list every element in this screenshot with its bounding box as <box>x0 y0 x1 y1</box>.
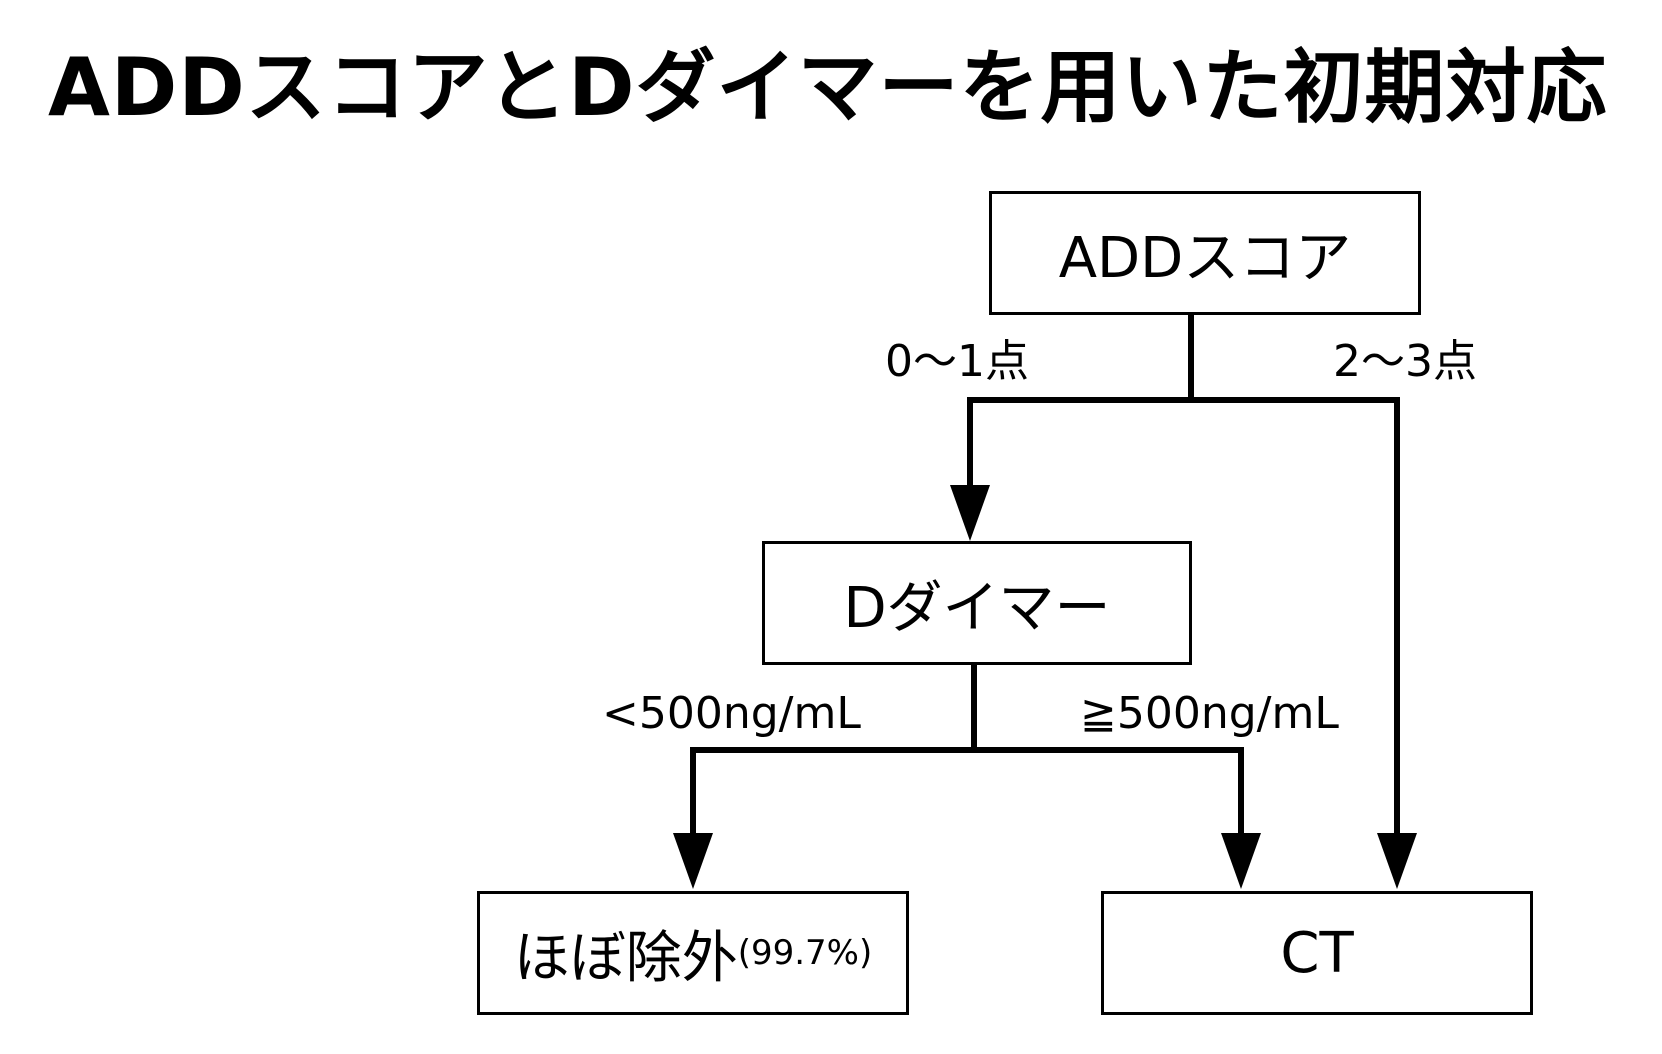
node-add-score: ADDスコア <box>989 191 1421 315</box>
edge-label-dd-low: <500ng/mL <box>602 688 861 739</box>
node-d-dimer: Dダイマー <box>762 541 1192 665</box>
node-rule-out-label: ほぼ除外 <box>513 925 738 991</box>
page-title: ADDスコアとDダイマーを用いた初期対応 <box>48 41 1608 134</box>
node-add-score-label: ADDスコア <box>1058 225 1352 291</box>
edge-label-add-high: 2〜3点 <box>1333 336 1477 387</box>
arrowhead-to-ct-from-add <box>1377 833 1417 889</box>
node-d-dimer-label: Dダイマー <box>843 575 1111 641</box>
node-rule-out: ほぼ除外(99.7%) <box>477 891 909 1015</box>
arrowhead-to-ruleout <box>673 833 713 889</box>
edge-label-add-low: 0〜1点 <box>885 336 1029 387</box>
edge-label-dd-high: ≧500ng/mL <box>1080 688 1339 739</box>
node-ct-label: CT <box>1280 920 1354 986</box>
arrowhead-to-ct-from-dd <box>1221 833 1261 889</box>
node-rule-out-percent: (99.7%) <box>737 933 873 973</box>
node-ct: CT <box>1101 891 1533 1015</box>
arrowhead-to-ddimer <box>950 485 990 541</box>
